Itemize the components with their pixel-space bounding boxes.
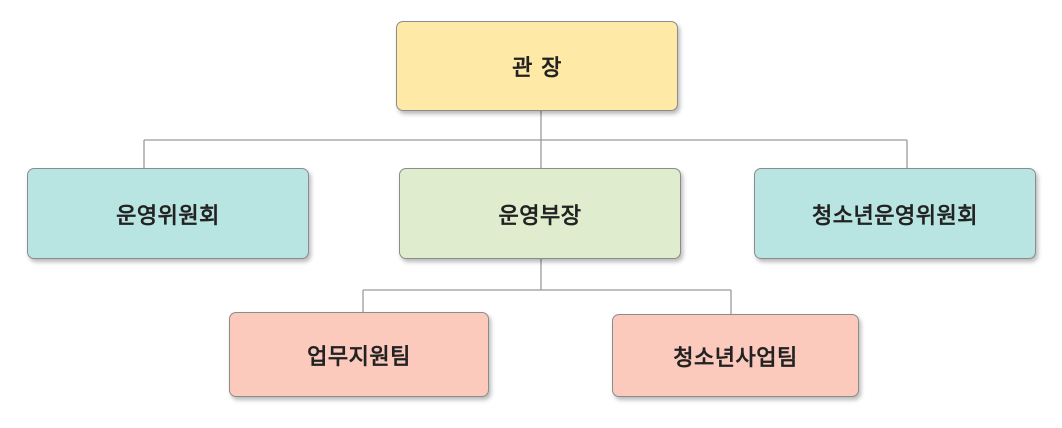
node-director-label: 관 장 bbox=[512, 56, 562, 81]
node-admin-team: 업무지원팀 bbox=[229, 312, 489, 397]
node-admin-team-label: 업무지원팀 bbox=[307, 344, 411, 370]
node-ops-manager-label: 운영부장 bbox=[498, 203, 582, 229]
node-youth-team: 청소년사업팀 bbox=[612, 314, 859, 397]
node-ops-committee-label: 운영위원회 bbox=[116, 203, 220, 229]
node-ops-committee: 운영위원회 bbox=[27, 168, 309, 259]
node-youth-team-label: 청소년사업팀 bbox=[673, 345, 798, 371]
node-ops-manager: 운영부장 bbox=[399, 168, 681, 259]
node-director: 관 장 bbox=[396, 21, 678, 111]
node-youth-committee-label: 청소년운영위원회 bbox=[812, 203, 978, 229]
node-youth-committee: 청소년운영위원회 bbox=[754, 168, 1036, 259]
